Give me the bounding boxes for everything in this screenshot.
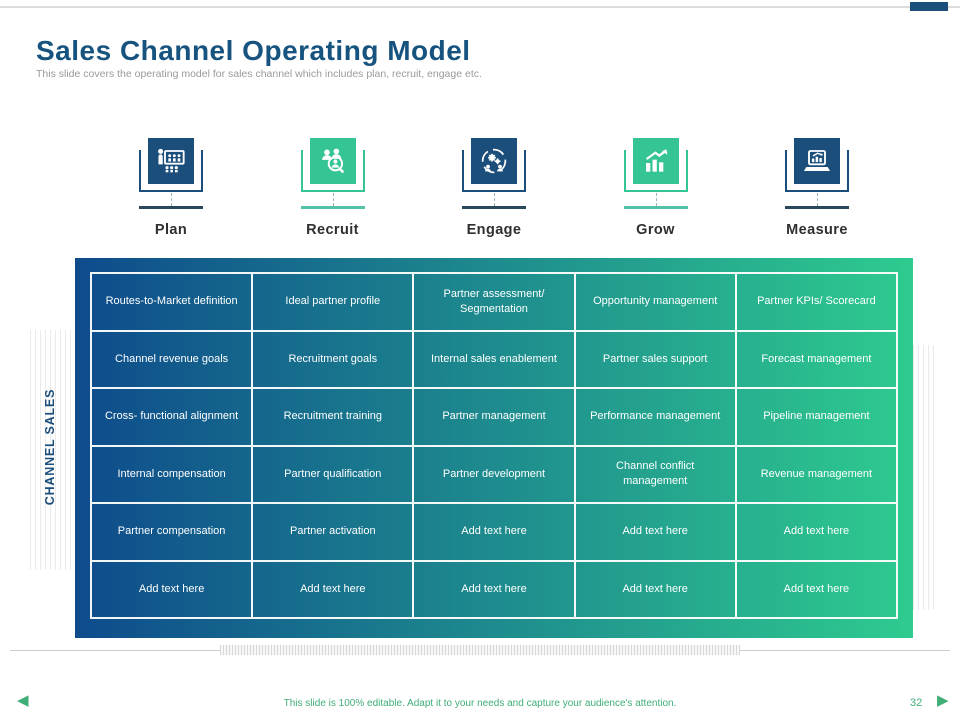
table-cell-r1c3[interactable]: Partner assessment/ Segmentation	[413, 273, 575, 331]
connector-dash	[817, 193, 818, 206]
table-cell-r5c5[interactable]: Add text here	[735, 503, 897, 561]
presentation-audience-icon[interactable]	[148, 138, 194, 184]
table-cell-r1c1[interactable]: Routes-to-Market definition	[91, 273, 253, 331]
table-cell-r6c3[interactable]: Add text here	[413, 560, 575, 618]
table-cell-r3c2[interactable]: Recruitment training	[252, 388, 414, 446]
stage-engage: Engage	[429, 138, 559, 248]
stage-bracket	[462, 150, 526, 192]
table-cell-r2c4[interactable]: Partner sales support	[574, 330, 736, 388]
stage-bracket	[623, 150, 688, 192]
table-cell-r4c5[interactable]: Revenue management	[735, 445, 897, 503]
stage-underline	[139, 206, 203, 209]
bottom-divider-hatch	[220, 645, 740, 655]
stage-label-plan[interactable]: Plan	[154, 222, 188, 238]
people-search-icon[interactable]	[309, 138, 356, 184]
table-cell-r3c5[interactable]: Pipeline management	[735, 388, 897, 446]
process-stages-row: Plan Recruit	[106, 138, 882, 248]
stage-bracket	[139, 150, 203, 192]
table-cell-r5c1[interactable]: Partner compensation	[91, 503, 253, 561]
stage-grow: Grow	[591, 138, 721, 248]
stage-underline	[623, 206, 688, 209]
connector-dash	[494, 193, 495, 206]
left-pinstripe-decor	[30, 330, 72, 570]
stage-measure: Measure	[752, 138, 882, 248]
table-cell-r5c2[interactable]: Partner activation	[252, 503, 414, 561]
connector-dash	[332, 193, 334, 206]
gears-collaboration-icon[interactable]	[471, 138, 517, 184]
table-cell-r2c5[interactable]: Forecast management	[735, 330, 897, 388]
next-slide-arrow[interactable]: ▶	[937, 692, 949, 709]
stage-label-recruit[interactable]: Recruit	[306, 222, 359, 238]
table-cell-r3c3[interactable]: Partner management	[413, 388, 575, 446]
corner-accent-block	[910, 2, 948, 11]
stage-underline	[462, 206, 526, 209]
table-cell-r3c4[interactable]: Performance management	[574, 388, 736, 446]
table-cell-r1c5[interactable]: Partner KPIs/ Scorecard	[735, 273, 897, 331]
connector-dash	[655, 193, 657, 206]
table-cell-r4c3[interactable]: Partner development	[413, 445, 575, 503]
stage-label-engage[interactable]: Engage	[466, 222, 522, 238]
table-cell-r5c3[interactable]: Add text here	[413, 503, 575, 561]
stage-underline	[785, 206, 849, 209]
stage-bracket	[300, 150, 365, 192]
growth-chart-icon[interactable]	[632, 138, 679, 184]
page-title[interactable]: Sales Channel Operating Model	[36, 34, 471, 66]
stage-underline	[300, 206, 365, 209]
stage-label-measure[interactable]: Measure	[786, 222, 848, 238]
table-cell-r6c2[interactable]: Add text here	[252, 560, 414, 618]
laptop-analytics-icon[interactable]	[794, 138, 840, 184]
slide-subtitle[interactable]: This slide covers the operating model fo…	[36, 68, 482, 80]
table-cell-r3c1[interactable]: Cross- functional alignment	[91, 388, 253, 446]
table-cell-r1c4[interactable]: Opportunity management	[574, 273, 736, 331]
previous-slide-arrow[interactable]: ◀	[17, 692, 29, 709]
stage-bracket	[785, 150, 849, 192]
table-cell-r2c1[interactable]: Channel revenue goals	[91, 330, 253, 388]
table-cell-r4c4[interactable]: Channel conflict management	[574, 445, 736, 503]
table-cell-r6c4[interactable]: Add text here	[574, 560, 736, 618]
stage-label-grow[interactable]: Grow	[636, 222, 675, 238]
table-cell-r4c1[interactable]: Internal compensation	[91, 445, 253, 503]
table-cell-r5c4[interactable]: Add text here	[574, 503, 736, 561]
table-cell-r1c2[interactable]: Ideal partner profile	[252, 273, 414, 331]
footer-note: This slide is 100% editable. Adapt it to…	[283, 698, 677, 709]
channel-sales-side-label[interactable]: CHANNEL SALES	[43, 388, 57, 506]
table-cell-r2c3[interactable]: Internal sales enablement	[413, 330, 575, 388]
stage-recruit: Recruit	[268, 138, 398, 248]
table-cell-r4c2[interactable]: Partner qualification	[252, 445, 414, 503]
stage-plan: Plan	[106, 138, 236, 248]
table-cell-r6c5[interactable]: Add text here	[735, 560, 897, 618]
table-cell-r2c2[interactable]: Recruitment goals	[252, 330, 414, 388]
top-divider-line	[0, 6, 960, 8]
page-number: 32	[910, 697, 923, 709]
connector-dash	[171, 193, 172, 206]
table-cell-r6c1[interactable]: Add text here	[91, 560, 253, 618]
